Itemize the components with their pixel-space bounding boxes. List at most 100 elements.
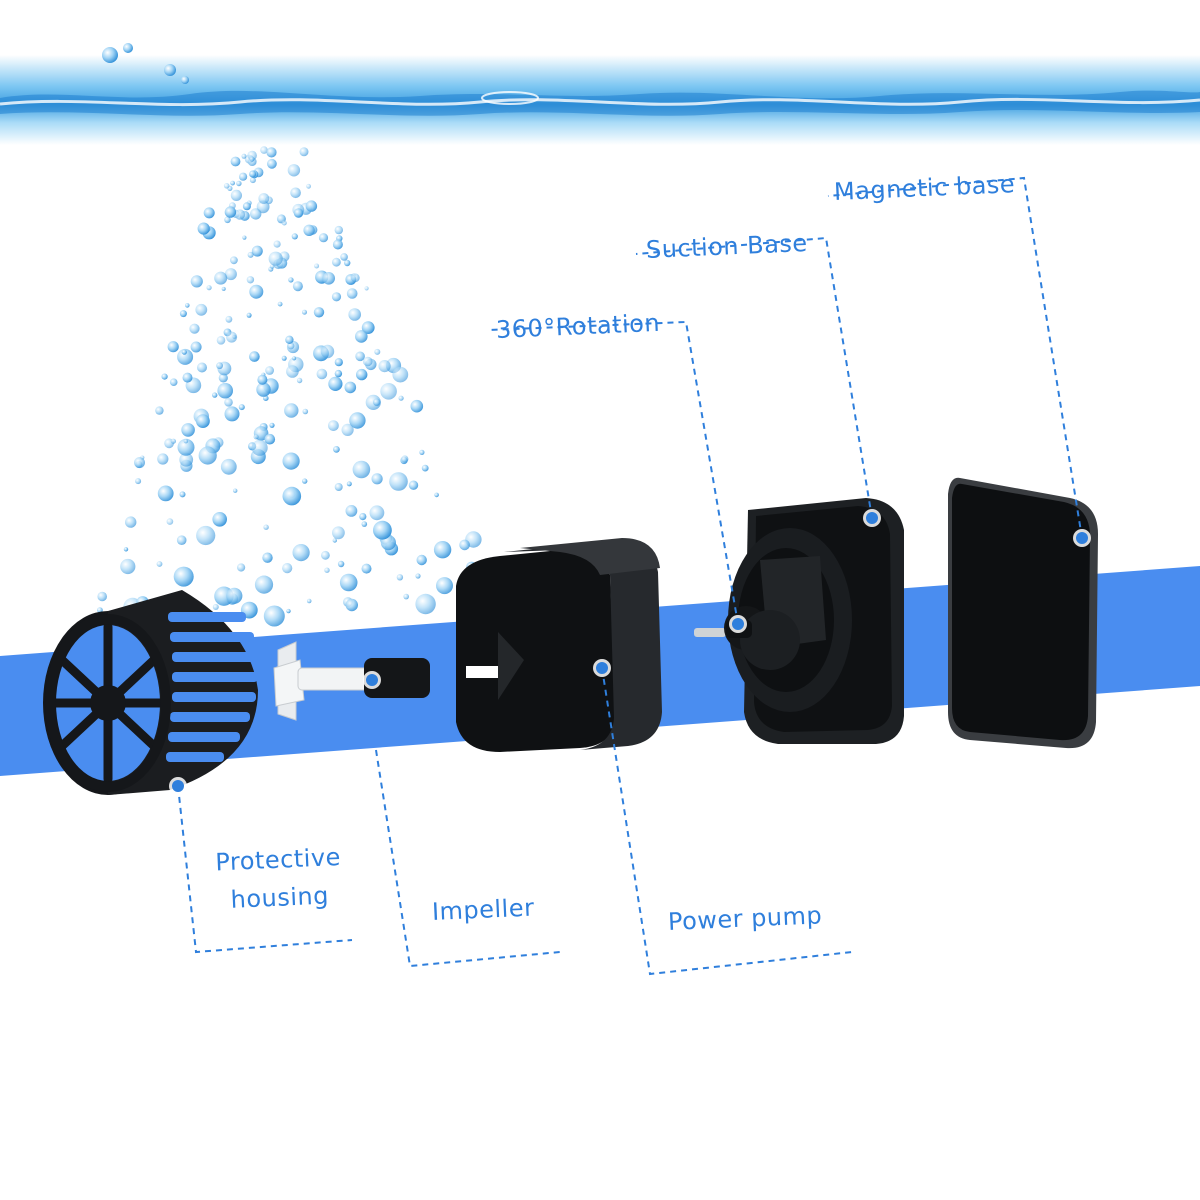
bubble bbox=[281, 220, 287, 226]
bubble bbox=[346, 288, 358, 299]
bubble bbox=[282, 452, 300, 470]
bubble bbox=[303, 224, 315, 236]
bubble bbox=[230, 156, 241, 167]
bubble bbox=[408, 480, 419, 490]
bubble bbox=[355, 351, 365, 362]
bubble bbox=[236, 180, 242, 187]
bubble bbox=[249, 351, 260, 362]
power-pump-callout-line bbox=[601, 667, 853, 976]
bubble bbox=[217, 382, 233, 399]
bubble bbox=[334, 225, 343, 235]
bubble bbox=[224, 268, 237, 281]
bubble bbox=[179, 310, 187, 318]
bubble bbox=[436, 577, 453, 595]
bubble bbox=[179, 452, 194, 467]
bubble bbox=[415, 593, 436, 615]
bubble bbox=[332, 538, 337, 543]
bubble bbox=[167, 341, 179, 353]
bubble bbox=[157, 453, 169, 465]
bubble bbox=[249, 170, 257, 178]
bubble bbox=[287, 164, 301, 177]
bubble bbox=[120, 558, 136, 575]
bubble bbox=[331, 292, 342, 302]
bubble bbox=[306, 598, 312, 604]
bubble bbox=[156, 561, 163, 567]
bubble bbox=[396, 574, 404, 581]
bubble bbox=[135, 478, 142, 485]
bubble bbox=[190, 341, 202, 353]
bubble bbox=[198, 446, 217, 465]
bubble bbox=[419, 449, 425, 455]
bubble bbox=[361, 321, 375, 334]
bubble bbox=[224, 398, 233, 407]
bubble bbox=[398, 395, 404, 401]
bubble bbox=[292, 544, 310, 562]
bubble bbox=[346, 481, 352, 487]
bubble bbox=[292, 356, 297, 361]
bubble bbox=[314, 263, 320, 269]
suction-base-callout-line bbox=[635, 236, 873, 519]
bubble bbox=[134, 457, 145, 469]
bubble bbox=[349, 412, 366, 429]
bubble bbox=[361, 521, 368, 527]
bubble bbox=[421, 464, 429, 472]
bubble bbox=[214, 271, 228, 285]
bubble bbox=[350, 273, 360, 283]
bubble bbox=[251, 439, 268, 456]
bubble bbox=[410, 399, 424, 413]
bubble bbox=[216, 336, 226, 345]
bubble bbox=[284, 403, 299, 418]
bubble bbox=[373, 520, 392, 540]
impeller-part bbox=[273, 641, 430, 721]
bubble bbox=[302, 309, 307, 315]
bubble bbox=[364, 286, 369, 291]
bubble bbox=[253, 434, 259, 440]
bubble bbox=[313, 307, 325, 318]
bubble bbox=[242, 202, 251, 211]
bubble bbox=[181, 423, 195, 437]
bubble bbox=[281, 355, 287, 361]
bubble bbox=[356, 368, 368, 381]
bubble bbox=[176, 535, 187, 545]
rotation-callout-dot bbox=[732, 618, 744, 630]
bubble bbox=[373, 398, 381, 406]
bubble bbox=[177, 438, 195, 456]
protective-housing-label-line: Protective bbox=[214, 843, 342, 877]
power-pump-part bbox=[456, 538, 662, 752]
bubble bbox=[246, 276, 255, 284]
bubble bbox=[434, 492, 439, 498]
bubble bbox=[340, 253, 348, 261]
bubble bbox=[181, 349, 187, 355]
bubble bbox=[206, 285, 212, 291]
bubble bbox=[212, 512, 227, 527]
bubble bbox=[249, 156, 255, 162]
bubble bbox=[224, 216, 231, 224]
bubble bbox=[359, 513, 367, 521]
bubble bbox=[197, 362, 207, 373]
bubble bbox=[344, 259, 351, 267]
bubble bbox=[173, 566, 194, 587]
bubble bbox=[223, 183, 230, 189]
bubble bbox=[237, 563, 246, 572]
bubble bbox=[216, 362, 224, 370]
bubble bbox=[256, 382, 271, 397]
bubble bbox=[328, 420, 339, 431]
bubble bbox=[369, 505, 385, 521]
bubble bbox=[416, 554, 427, 566]
impeller-label: Impeller bbox=[431, 894, 535, 926]
magnetic-base-part bbox=[948, 477, 1098, 749]
bubble bbox=[291, 233, 298, 240]
callouts bbox=[169, 176, 1091, 976]
bubble bbox=[196, 414, 210, 428]
bubble bbox=[293, 208, 304, 218]
bubble bbox=[268, 251, 283, 266]
bubble bbox=[221, 286, 226, 291]
bubble bbox=[263, 524, 269, 530]
bubble bbox=[233, 488, 238, 493]
bubble bbox=[257, 374, 268, 385]
bubble bbox=[292, 281, 303, 292]
bubble bbox=[296, 377, 303, 384]
bubble bbox=[345, 598, 358, 612]
bubble bbox=[286, 365, 299, 378]
